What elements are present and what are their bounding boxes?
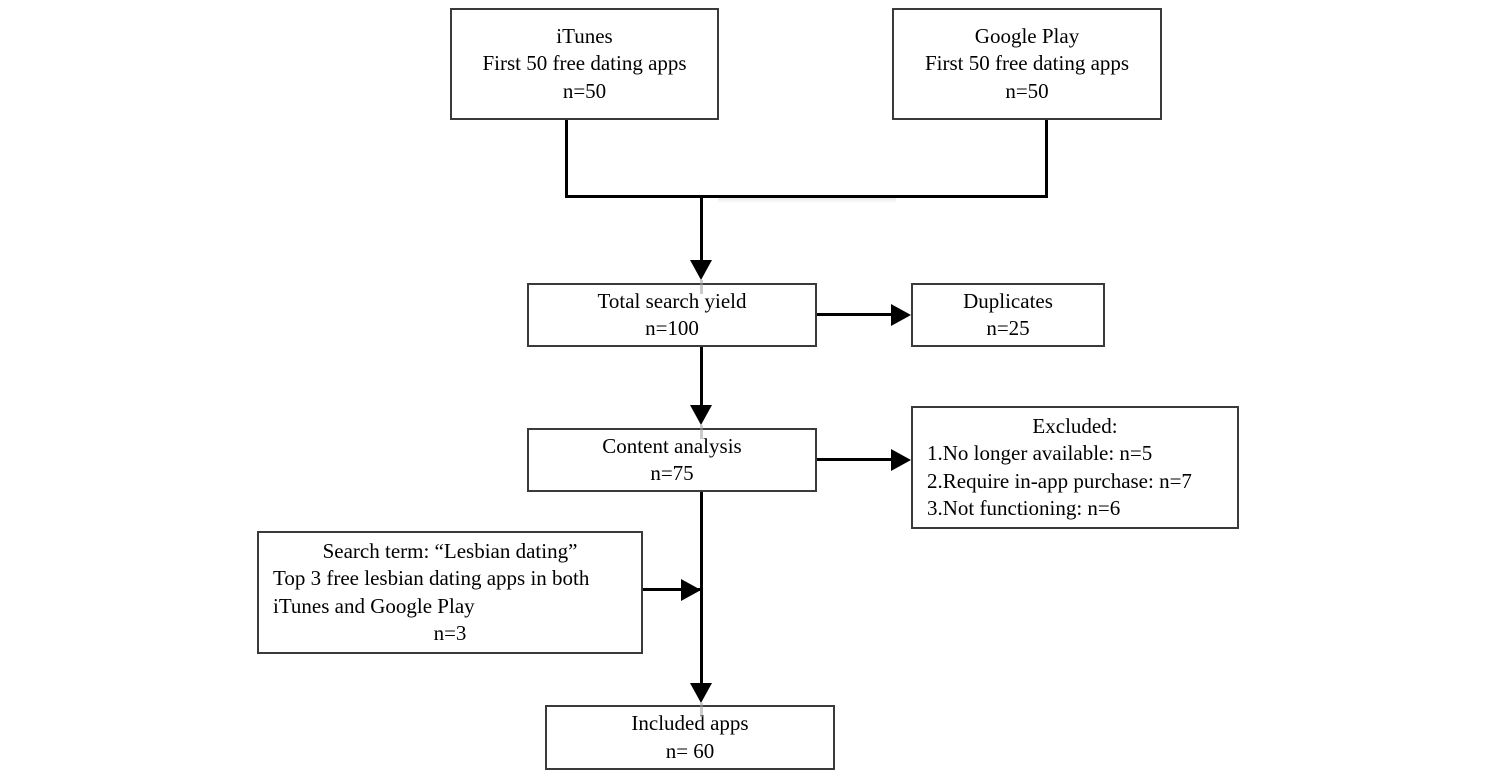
merge-bar-shadow	[718, 196, 896, 203]
node-google-play-line-3: n=50	[1005, 78, 1049, 103]
node-excluded-line-4: 3.Not functioning: n=6	[927, 495, 1121, 520]
ghost-tail-total-yield	[700, 280, 703, 294]
node-included-apps-line-1: Included apps	[631, 711, 749, 736]
edge-googleplay-drop	[1045, 119, 1048, 198]
node-excluded-line-1: Excluded:	[1032, 413, 1118, 438]
node-search-term[interactable]: Search term: “Lesbian dating” Top 3 free…	[257, 531, 643, 654]
node-search-term-line-4: n=3	[433, 620, 467, 645]
node-google-play-line-2: First 50 free dating apps	[924, 51, 1130, 76]
node-excluded-line-3: 2.Require in-app purchase: n=7	[927, 468, 1192, 493]
edge-itunes-drop	[565, 119, 568, 198]
node-google-play-line-1: Google Play	[974, 24, 1080, 49]
ghost-tail-included	[700, 703, 703, 717]
edge-total-yield-to-content-analysis	[700, 347, 703, 407]
edge-content-analysis-to-excluded	[817, 458, 894, 461]
node-total-search-yield[interactable]: Total search yield n=100	[527, 283, 817, 347]
node-search-term-line-3: iTunes and Google Play	[273, 593, 475, 618]
node-search-term-line-2: Top 3 free lesbian dating apps in both	[273, 566, 590, 591]
arrow-content-analysis-to-excluded	[891, 449, 911, 471]
arrow-total-yield-to-duplicates	[891, 304, 911, 326]
node-itunes-line-2: First 50 free dating apps	[482, 51, 687, 76]
node-total-search-yield-line-2: n=100	[645, 316, 699, 340]
edge-merge-to-total-yield	[700, 195, 703, 262]
edge-content-analysis-to-included	[700, 492, 703, 685]
edge-total-yield-to-duplicates	[817, 313, 894, 316]
node-search-term-line-1: Search term: “Lesbian dating”	[322, 538, 578, 563]
node-itunes-line-1: iTunes	[556, 24, 613, 49]
node-included-apps[interactable]: Included apps n= 60	[545, 705, 835, 770]
node-itunes-line-3: n=50	[562, 78, 607, 103]
arrow-merge-to-total-yield	[690, 260, 712, 280]
ghost-tail-content-analysis	[700, 425, 703, 439]
node-duplicates[interactable]: Duplicates n=25	[911, 283, 1105, 347]
node-content-analysis-line-2: n=75	[650, 461, 694, 485]
node-content-analysis-line-1: Content analysis	[602, 433, 742, 458]
node-excluded[interactable]: Excluded: 1.No longer available: n=5 2.R…	[911, 406, 1239, 529]
arrow-content-analysis-to-included	[690, 683, 712, 703]
node-content-analysis[interactable]: Content analysis n=75	[527, 428, 817, 492]
node-included-apps-line-2: n= 60	[665, 738, 715, 763]
node-duplicates-line-2: n=25	[986, 316, 1030, 340]
node-duplicates-line-1: Duplicates	[963, 288, 1053, 313]
edge-search-term-to-stem	[643, 588, 701, 591]
node-google-play[interactable]: Google Play First 50 free dating apps n=…	[892, 8, 1162, 120]
node-total-search-yield-line-1: Total search yield	[597, 288, 747, 313]
arrow-search-term-to-stem	[681, 579, 701, 601]
node-excluded-line-2: 1.No longer available: n=5	[927, 441, 1153, 466]
arrow-total-yield-to-content-analysis	[690, 405, 712, 425]
merge-bar	[565, 195, 1048, 198]
node-itunes[interactable]: iTunes First 50 free dating apps n=50	[450, 8, 719, 120]
